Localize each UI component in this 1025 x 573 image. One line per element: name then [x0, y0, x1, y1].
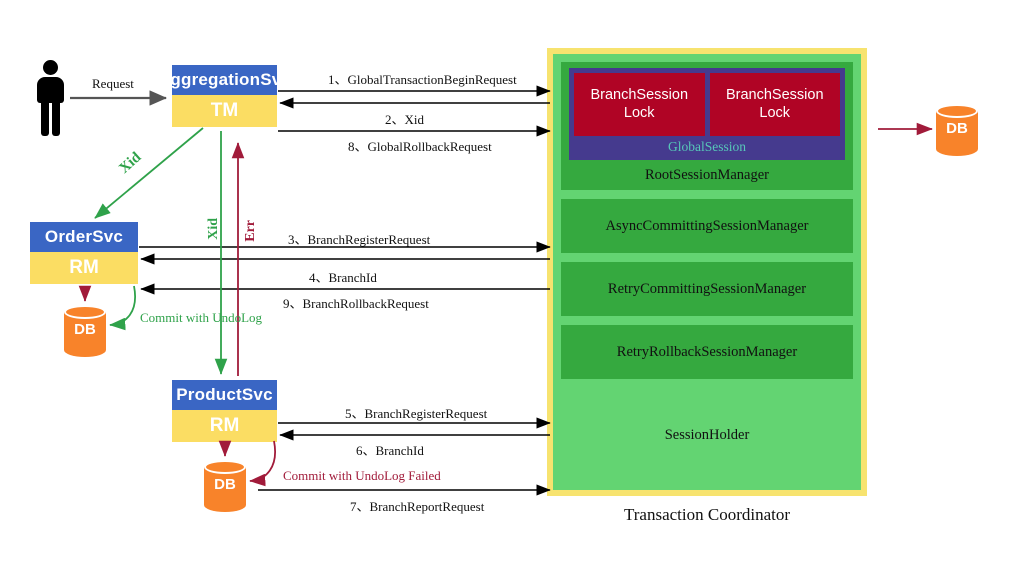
actor-leg-left: [41, 101, 49, 136]
db-top: [64, 305, 106, 319]
service-role: RM: [172, 410, 277, 442]
service-title: OrderSvc: [30, 222, 138, 252]
message-8-label: 8、GlobalRollbackRequest: [348, 139, 492, 154]
root-session-manager-label: RootSessionManager: [644, 167, 770, 183]
branch-session-lock-left[interactable]: BranchSession Lock: [574, 73, 705, 136]
xid-diagonal-label: Xid: [116, 149, 145, 177]
message-5-label: 5、BranchRegisterRequest: [345, 406, 488, 421]
message-9-label: 9、BranchRollbackRequest: [283, 296, 429, 311]
actor-torso: [37, 77, 64, 103]
lock-line2: Lock: [759, 104, 791, 121]
service-role: RM: [30, 252, 138, 284]
product-db-icon: DB: [204, 460, 246, 512]
session-holder[interactable]: SessionHolder: [561, 388, 853, 482]
err-vertical-label: Err: [243, 220, 258, 242]
message-7-label: 7、BranchReportRequest: [350, 499, 485, 514]
transaction-coordinator-box[interactable]: BranchSession Lock BranchSession Lock Gl…: [547, 48, 867, 496]
lock-line2: Lock: [623, 104, 655, 121]
user-actor-icon: [33, 60, 67, 136]
lock-line1: BranchSession: [590, 87, 689, 104]
commit-undolog-failed-label: Commit with UndoLog Failed: [283, 468, 441, 483]
branch-session-lock-right[interactable]: BranchSession Lock: [709, 73, 840, 136]
tc-caption: Transaction Coordinator: [623, 505, 791, 524]
service-productsvc[interactable]: ProductSvc RM: [172, 380, 277, 442]
global-session-box[interactable]: BranchSession Lock BranchSession Lock Gl…: [569, 68, 845, 160]
global-session-label: GlobalSession: [667, 139, 746, 154]
db-label: DB: [214, 476, 236, 493]
db-label: DB: [74, 321, 96, 338]
service-role: TM: [172, 95, 277, 127]
lock-line1: BranchSession: [725, 87, 824, 104]
async-committing-session-manager[interactable]: AsyncCommittingSessionManager: [561, 199, 853, 253]
xid-vertical-label: Xid: [206, 218, 221, 240]
service-ordersvc[interactable]: OrderSvc RM: [30, 222, 138, 284]
message-6-label: 6、BranchId: [356, 443, 424, 458]
db-top: [936, 104, 978, 118]
service-title: ProductSvc: [172, 380, 277, 410]
service-title: AggregationSvc: [158, 65, 291, 95]
message-1-label: 1、GlobalTransactionBeginRequest: [328, 72, 517, 87]
commit-undolog-label: Commit with UndoLog: [140, 310, 263, 325]
request-label: Request: [92, 76, 134, 91]
retry-committing-session-manager[interactable]: RetryCommittingSessionManager: [561, 262, 853, 316]
tc-db-icon: DB: [936, 104, 978, 156]
branch-session-lock-row: BranchSession Lock BranchSession Lock: [574, 73, 840, 136]
service-aggregationsvc[interactable]: AggregationSvc TM: [158, 65, 291, 127]
actor-leg-right: [52, 101, 60, 136]
order-db-icon: DB: [64, 305, 106, 357]
actor-head: [43, 60, 58, 75]
message-2-label: 2、Xid: [385, 112, 425, 127]
db-label: DB: [946, 120, 968, 137]
message-3-label: 3、BranchRegisterRequest: [288, 232, 431, 247]
retry-rollback-session-manager[interactable]: RetryRollbackSessionManager: [561, 325, 853, 379]
db-top: [204, 460, 246, 474]
root-session-manager[interactable]: BranchSession Lock BranchSession Lock Gl…: [561, 62, 853, 190]
message-4-label: 4、BranchId: [309, 270, 377, 285]
tc-inner-panel: BranchSession Lock BranchSession Lock Gl…: [553, 54, 861, 490]
